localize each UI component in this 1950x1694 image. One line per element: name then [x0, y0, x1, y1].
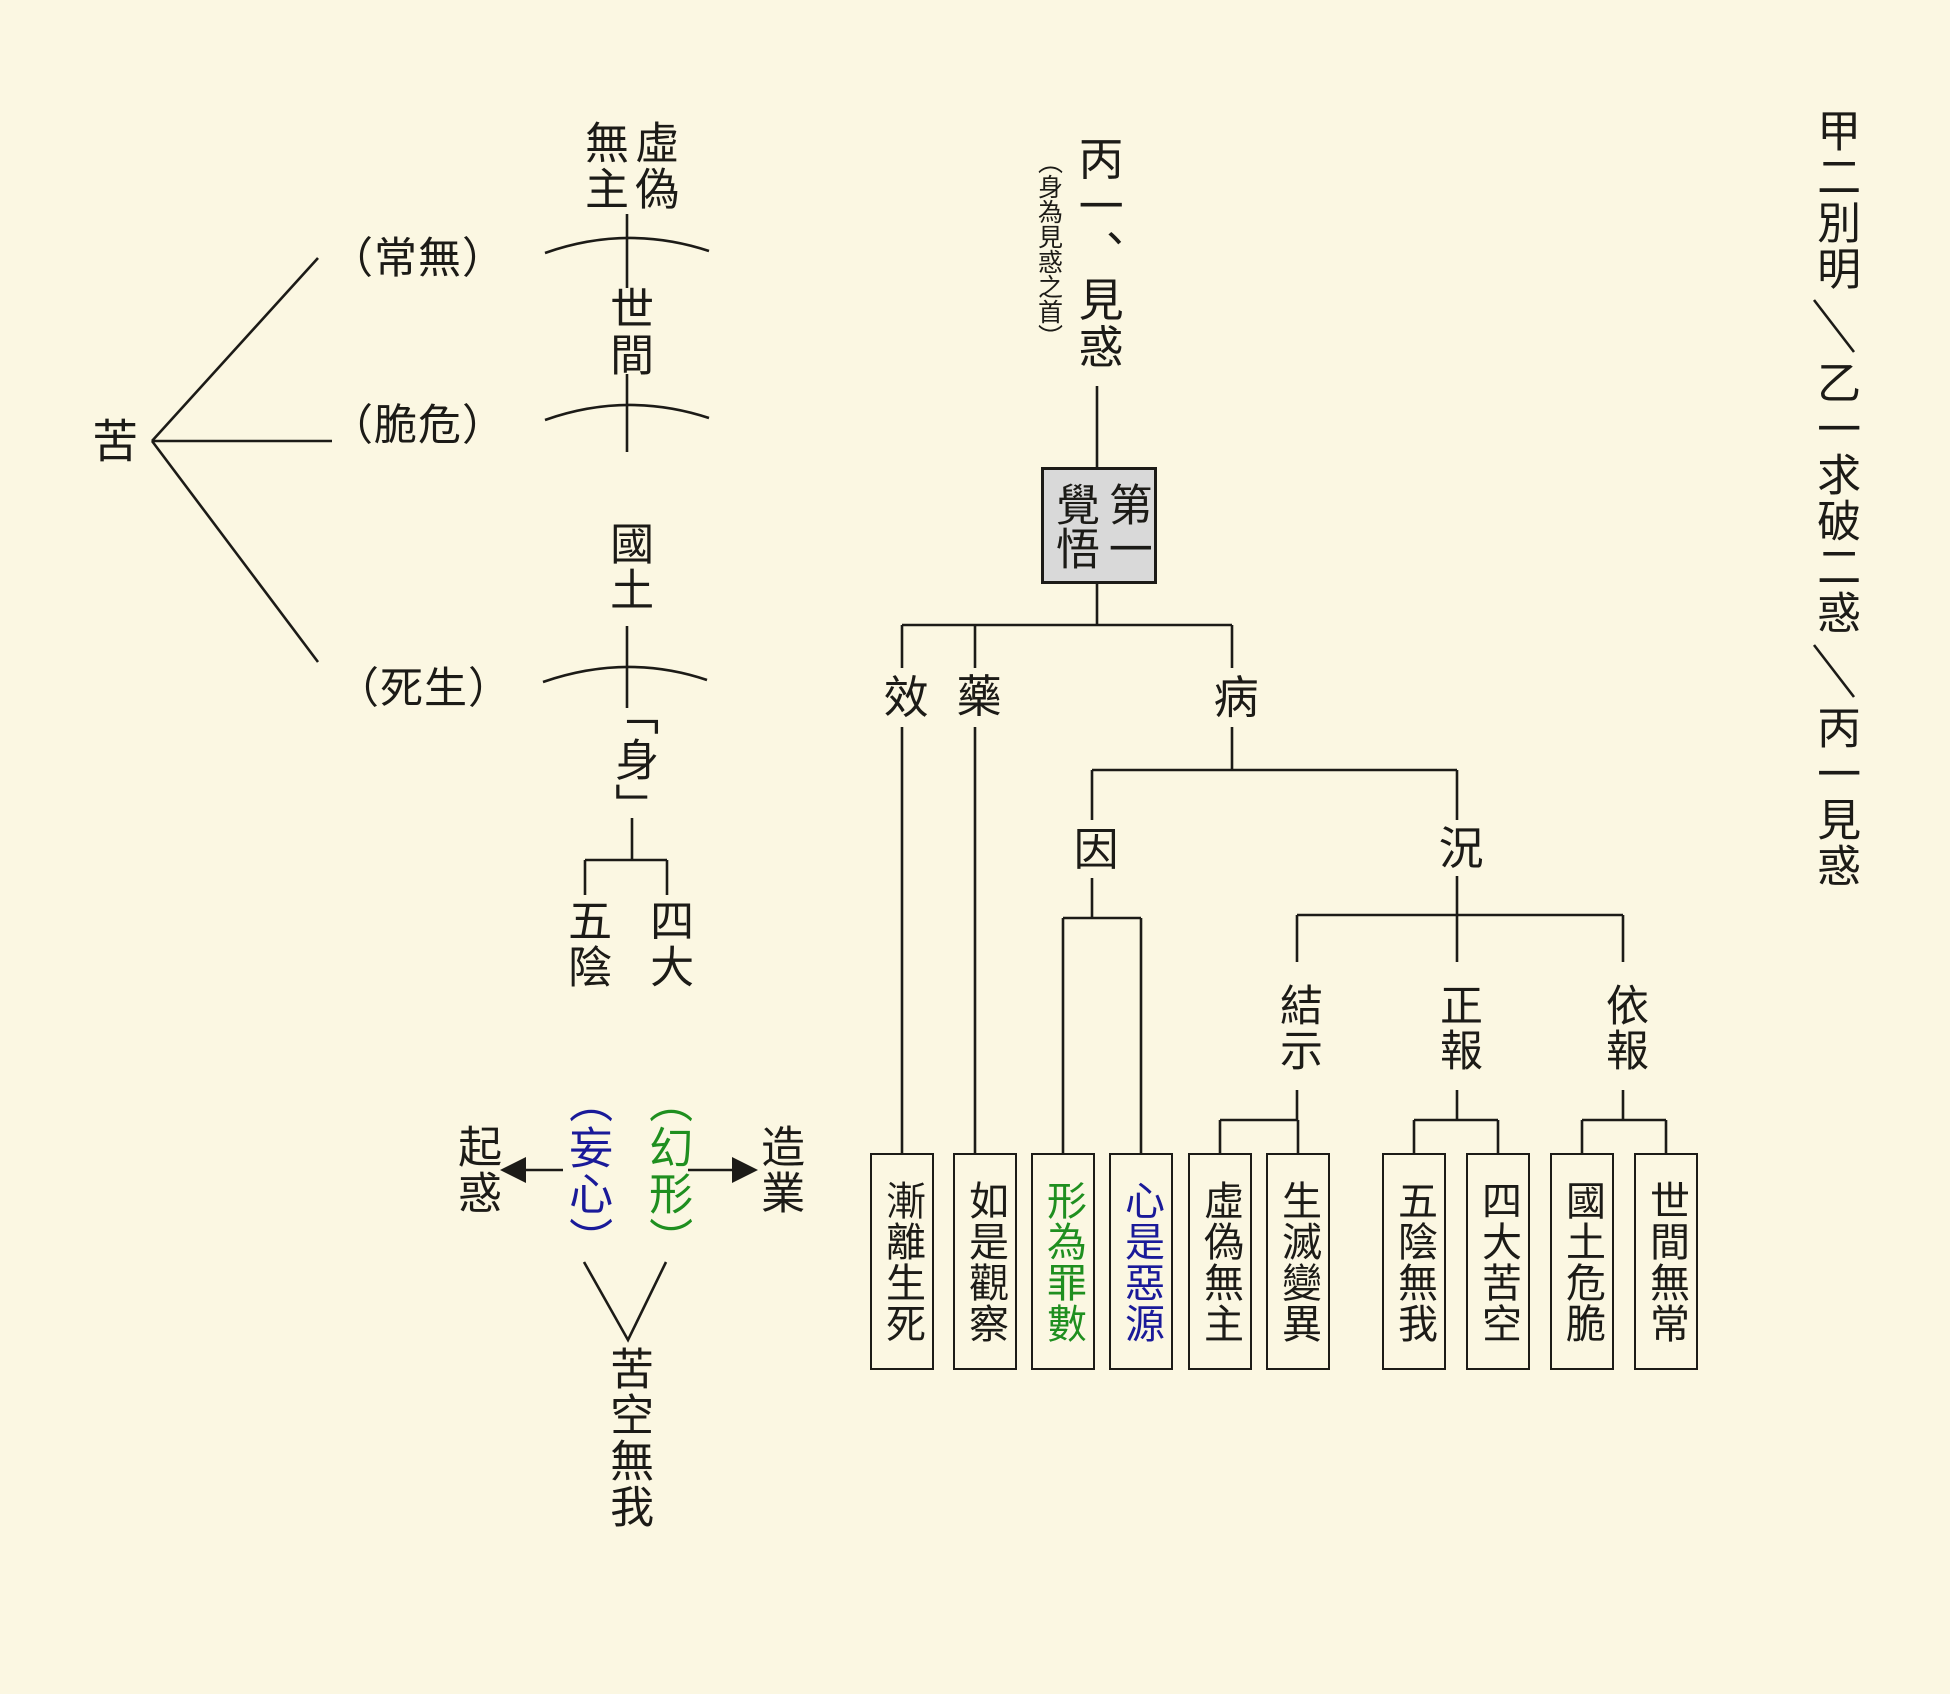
leaf-box: 形為罪數	[1031, 1153, 1095, 1370]
leaf-box-label: 國土危脆	[1559, 1179, 1605, 1344]
first-awakening-label: 第一 覺悟	[1048, 481, 1152, 570]
leaf-box-label: 漸離生死	[879, 1179, 925, 1344]
leaf-box: 漸離生死	[870, 1153, 934, 1370]
suffering-branch-lines	[150, 257, 332, 663]
four-elements-label: 四大	[642, 898, 694, 990]
aspect-impermanent-label: （常無）	[330, 234, 506, 284]
arrow-left-icon	[500, 1157, 563, 1183]
illness-label: 病	[1205, 673, 1259, 721]
world-label: 世間	[602, 286, 654, 378]
leaf-box: 四大苦空	[1466, 1153, 1530, 1370]
first-awakening-box: 第一 覺悟	[1041, 467, 1157, 584]
condition-label: 況	[1430, 824, 1484, 872]
effect-label: 效	[875, 673, 929, 721]
leaf-box: 世間無常	[1634, 1153, 1698, 1370]
concluding-label: 結示	[1272, 983, 1323, 1073]
medicine-label: 藥	[948, 672, 1002, 720]
five-aggregates-label: 五陰	[560, 898, 612, 990]
circumstantial-retribution-label: 依報	[1598, 983, 1649, 1073]
body-label: 「身」	[607, 691, 659, 829]
v-join-lines	[582, 1261, 668, 1343]
leaf-box-label: 虛偽無主	[1197, 1179, 1243, 1344]
leaf-box: 如是觀察	[953, 1153, 1017, 1370]
illusory-form-label: （幻形）	[641, 1079, 693, 1263]
aspect-birth-death-label: （死生）	[336, 664, 512, 714]
cause-label: 因	[1065, 825, 1119, 873]
arise-delusion-label: 起惑	[450, 1124, 502, 1216]
outline-note-segment-1: 甲二別明	[1809, 108, 1861, 292]
right-note-separators	[1812, 299, 1856, 698]
deluded-mind-label: （妄心）	[561, 1079, 613, 1263]
outline-note-segment-3: 丙一見惑	[1809, 705, 1861, 889]
leaf-box-label: 五陰無我	[1391, 1179, 1437, 1344]
center-tree-lines	[900, 386, 1668, 1153]
leaf-box-label: 四大苦空	[1475, 1179, 1521, 1344]
leaf-box: 五陰無我	[1382, 1153, 1446, 1370]
land-label: 國土	[602, 521, 654, 613]
leaf-box-label: 世間無常	[1643, 1179, 1689, 1344]
body-split-lines	[583, 818, 669, 895]
leaf-box: 心是惡源	[1109, 1153, 1173, 1370]
direct-retribution-label: 正報	[1432, 983, 1483, 1073]
section-heading: 丙一、見惑	[1070, 135, 1124, 371]
suffering-root-label: 苦	[85, 417, 140, 465]
deceptive-ownerless-label: 虛偽 無主	[577, 120, 679, 212]
leaf-box-label: 心是惡源	[1118, 1179, 1164, 1344]
arrow-right-icon	[688, 1157, 758, 1183]
aspect-fragile-label: （脆危）	[330, 401, 506, 451]
leaf-box-label: 形為罪數	[1040, 1179, 1086, 1344]
leaf-box-label: 生滅變異	[1275, 1179, 1321, 1344]
suffering-empty-summary-label: 苦空無我	[602, 1346, 654, 1530]
outline-note-segment-2: 乙一求破二惑	[1809, 360, 1861, 636]
create-karma-label: 造業	[753, 1124, 805, 1216]
leaf-box: 生滅變異	[1266, 1153, 1330, 1370]
leaf-box: 國土危脆	[1550, 1153, 1614, 1370]
leaf-box-label: 如是觀察	[962, 1179, 1008, 1344]
leaf-box: 虛偽無主	[1188, 1153, 1252, 1370]
brace-arcs	[542, 236, 710, 684]
heading-note: （身為見惑之首）	[1034, 149, 1064, 349]
